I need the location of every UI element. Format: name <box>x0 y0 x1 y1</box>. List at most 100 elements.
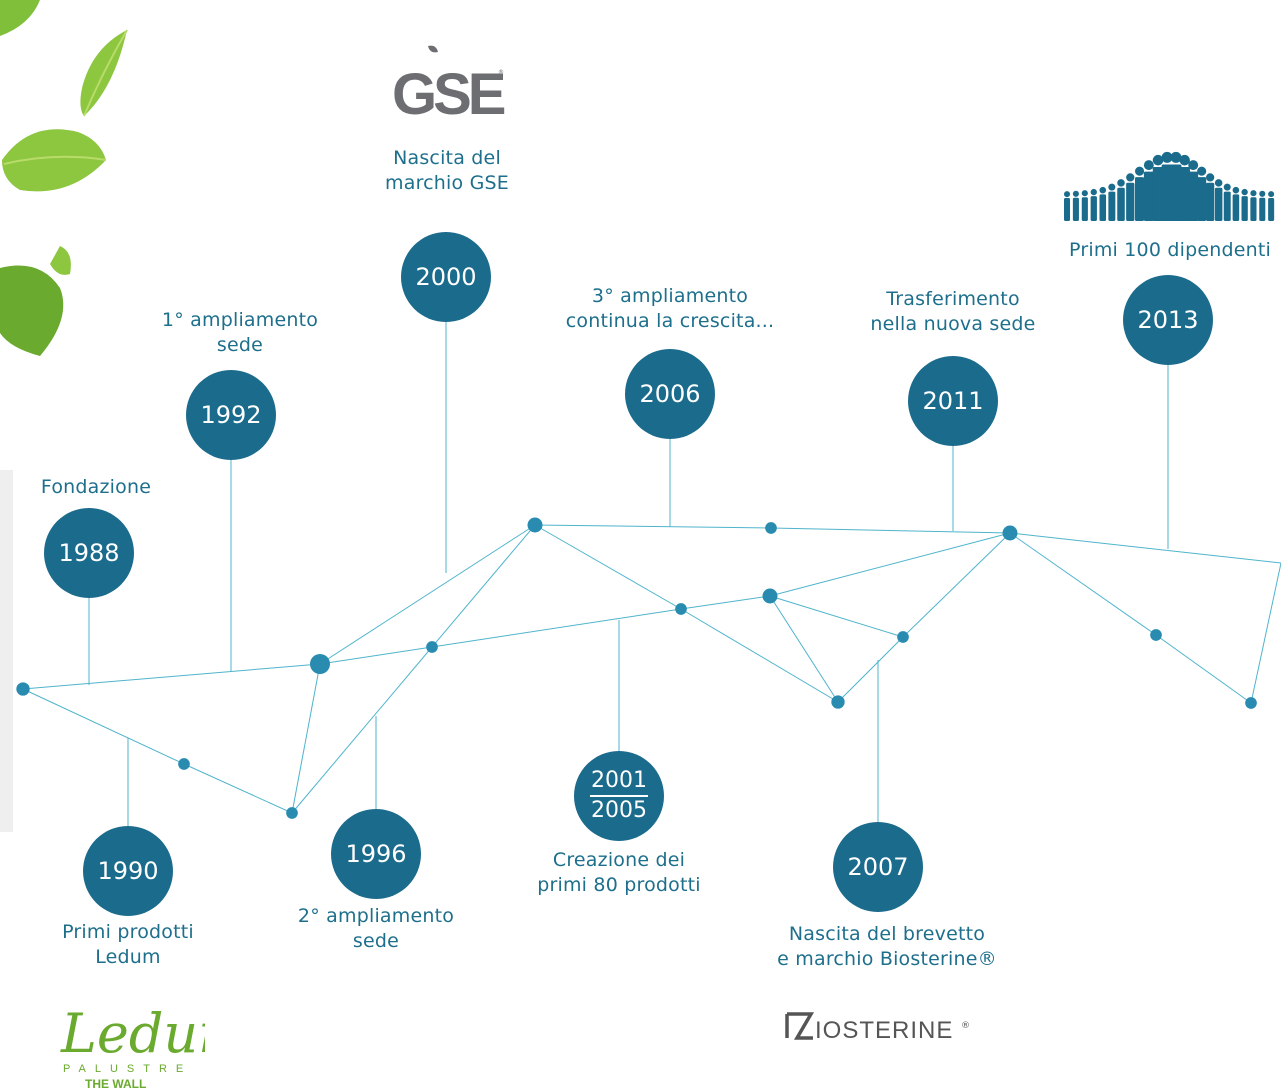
person-head <box>1188 160 1199 171</box>
network-edge <box>1009 532 1157 636</box>
person-body <box>1170 164 1182 221</box>
year-text: 2011 <box>922 387 984 415</box>
milestone-label-line: sede <box>352 930 400 952</box>
year-circle-2013: 2013 <box>1123 275 1213 365</box>
network-edge <box>319 646 433 665</box>
person-body <box>1090 196 1097 221</box>
person-body <box>1081 197 1088 221</box>
person-head <box>1090 188 1097 196</box>
network-edge <box>680 608 839 703</box>
person-body <box>1268 198 1275 221</box>
year-text: 2005 <box>591 797 647 823</box>
person-head <box>1259 190 1266 197</box>
network-node <box>426 641 438 653</box>
person-body <box>1099 194 1107 221</box>
ledum-logo-name: Ledum <box>60 1002 205 1065</box>
person-head <box>1108 183 1116 191</box>
person-head <box>1161 151 1173 163</box>
year-text: 2006 <box>639 380 701 408</box>
ledum-logo-sub: PALUSTRE <box>63 1063 192 1075</box>
network-edge <box>431 524 536 648</box>
person-body <box>1072 197 1079 221</box>
milestone-label-line: Nascita del <box>393 147 501 169</box>
year-circle-1990: 1990 <box>83 826 173 916</box>
person-head <box>1081 190 1088 197</box>
gse-logo: GSE ® <box>392 45 508 120</box>
year-text: 2007 <box>847 853 909 881</box>
network-node <box>178 758 190 770</box>
person-head <box>1206 173 1215 182</box>
network-node <box>675 603 687 615</box>
gse-logo-text: GSE <box>392 62 505 120</box>
person-body <box>1188 171 1199 221</box>
milestone-label-line: e marchio Biosterine® <box>777 948 997 970</box>
milestone-label-2001-2005: Creazione dei primi 80 prodotti <box>537 848 701 898</box>
person-body <box>1143 171 1154 221</box>
person-body <box>1064 198 1071 221</box>
person-head <box>1250 190 1257 197</box>
person-body <box>1161 164 1173 221</box>
year-divider <box>590 795 648 797</box>
network-edge <box>837 636 904 703</box>
person-body <box>1250 197 1257 221</box>
ledum-logo-tag: THE WALL <box>85 1077 146 1090</box>
year-text: 1988 <box>58 539 120 567</box>
year-text: 2001 <box>591 768 647 794</box>
network-edge <box>769 595 904 638</box>
biosterine-logo: IOSTERINE ® <box>785 1012 970 1044</box>
year-circle-2006: 2006 <box>625 349 715 439</box>
milestone-label-line: primi 80 prodotti <box>537 874 701 896</box>
milestone-label-line: Trasferimento <box>886 288 1020 310</box>
network-edge <box>769 595 839 703</box>
ledum-logo: Ledum PALUSTRE THE WALL <box>60 1002 205 1090</box>
milestone-label-line: 1° ampliamento <box>161 309 319 331</box>
year-circle-2000: 2000 <box>401 232 491 322</box>
network-edge <box>769 532 1011 597</box>
person-head <box>1214 179 1223 187</box>
network-node <box>1002 525 1018 541</box>
network-node <box>897 631 909 643</box>
milestone-label-1996: 2° ampliamento sede <box>298 904 454 954</box>
person-body <box>1232 194 1240 221</box>
person-head <box>1268 191 1275 198</box>
leaf-icon <box>0 246 71 356</box>
person-head <box>1232 186 1240 194</box>
year-circle-1992: 1992 <box>186 370 276 460</box>
year-circle-2007: 2007 <box>833 822 923 912</box>
person-head <box>1152 154 1164 166</box>
milestone-label-line: Creazione dei <box>552 849 686 871</box>
person-body <box>1223 191 1231 221</box>
person-body <box>1179 167 1190 221</box>
person-body <box>1117 187 1125 221</box>
person-body <box>1206 182 1215 221</box>
network-edge <box>22 663 321 690</box>
person-head <box>1241 188 1248 196</box>
person-head <box>1117 179 1125 187</box>
milestone-label-line: 3° ampliamento <box>591 285 749 307</box>
network-node <box>1245 697 1257 709</box>
network-edge <box>1009 532 1281 564</box>
network-edge <box>534 524 772 529</box>
person-head <box>1197 166 1207 176</box>
person-body <box>1241 196 1248 221</box>
milestone-label-line: nella nuova sede <box>870 313 1036 335</box>
person-head <box>1064 191 1071 198</box>
biosterine-logo-mark: ® <box>961 1021 970 1031</box>
network-node <box>286 807 298 819</box>
year-circle-1988: 1988 <box>44 508 134 598</box>
network-edge <box>1155 634 1252 704</box>
network-edge <box>291 646 433 814</box>
milestone-label-2013: Primi 100 dipendenti <box>1069 238 1271 263</box>
milestone-label-line: Primi prodotti <box>62 921 194 943</box>
leaf-icon <box>0 0 40 36</box>
milestone-label-line: 2° ampliamento <box>297 905 455 927</box>
person-head <box>1170 151 1182 163</box>
milestone-label-2011: Trasferimento nella nuova sede <box>870 287 1035 337</box>
year-text: 1990 <box>97 857 159 885</box>
network-node <box>762 588 778 604</box>
milestone-label-line: Primi 100 dipendenti <box>1069 239 1271 261</box>
network-edge <box>902 532 1011 638</box>
